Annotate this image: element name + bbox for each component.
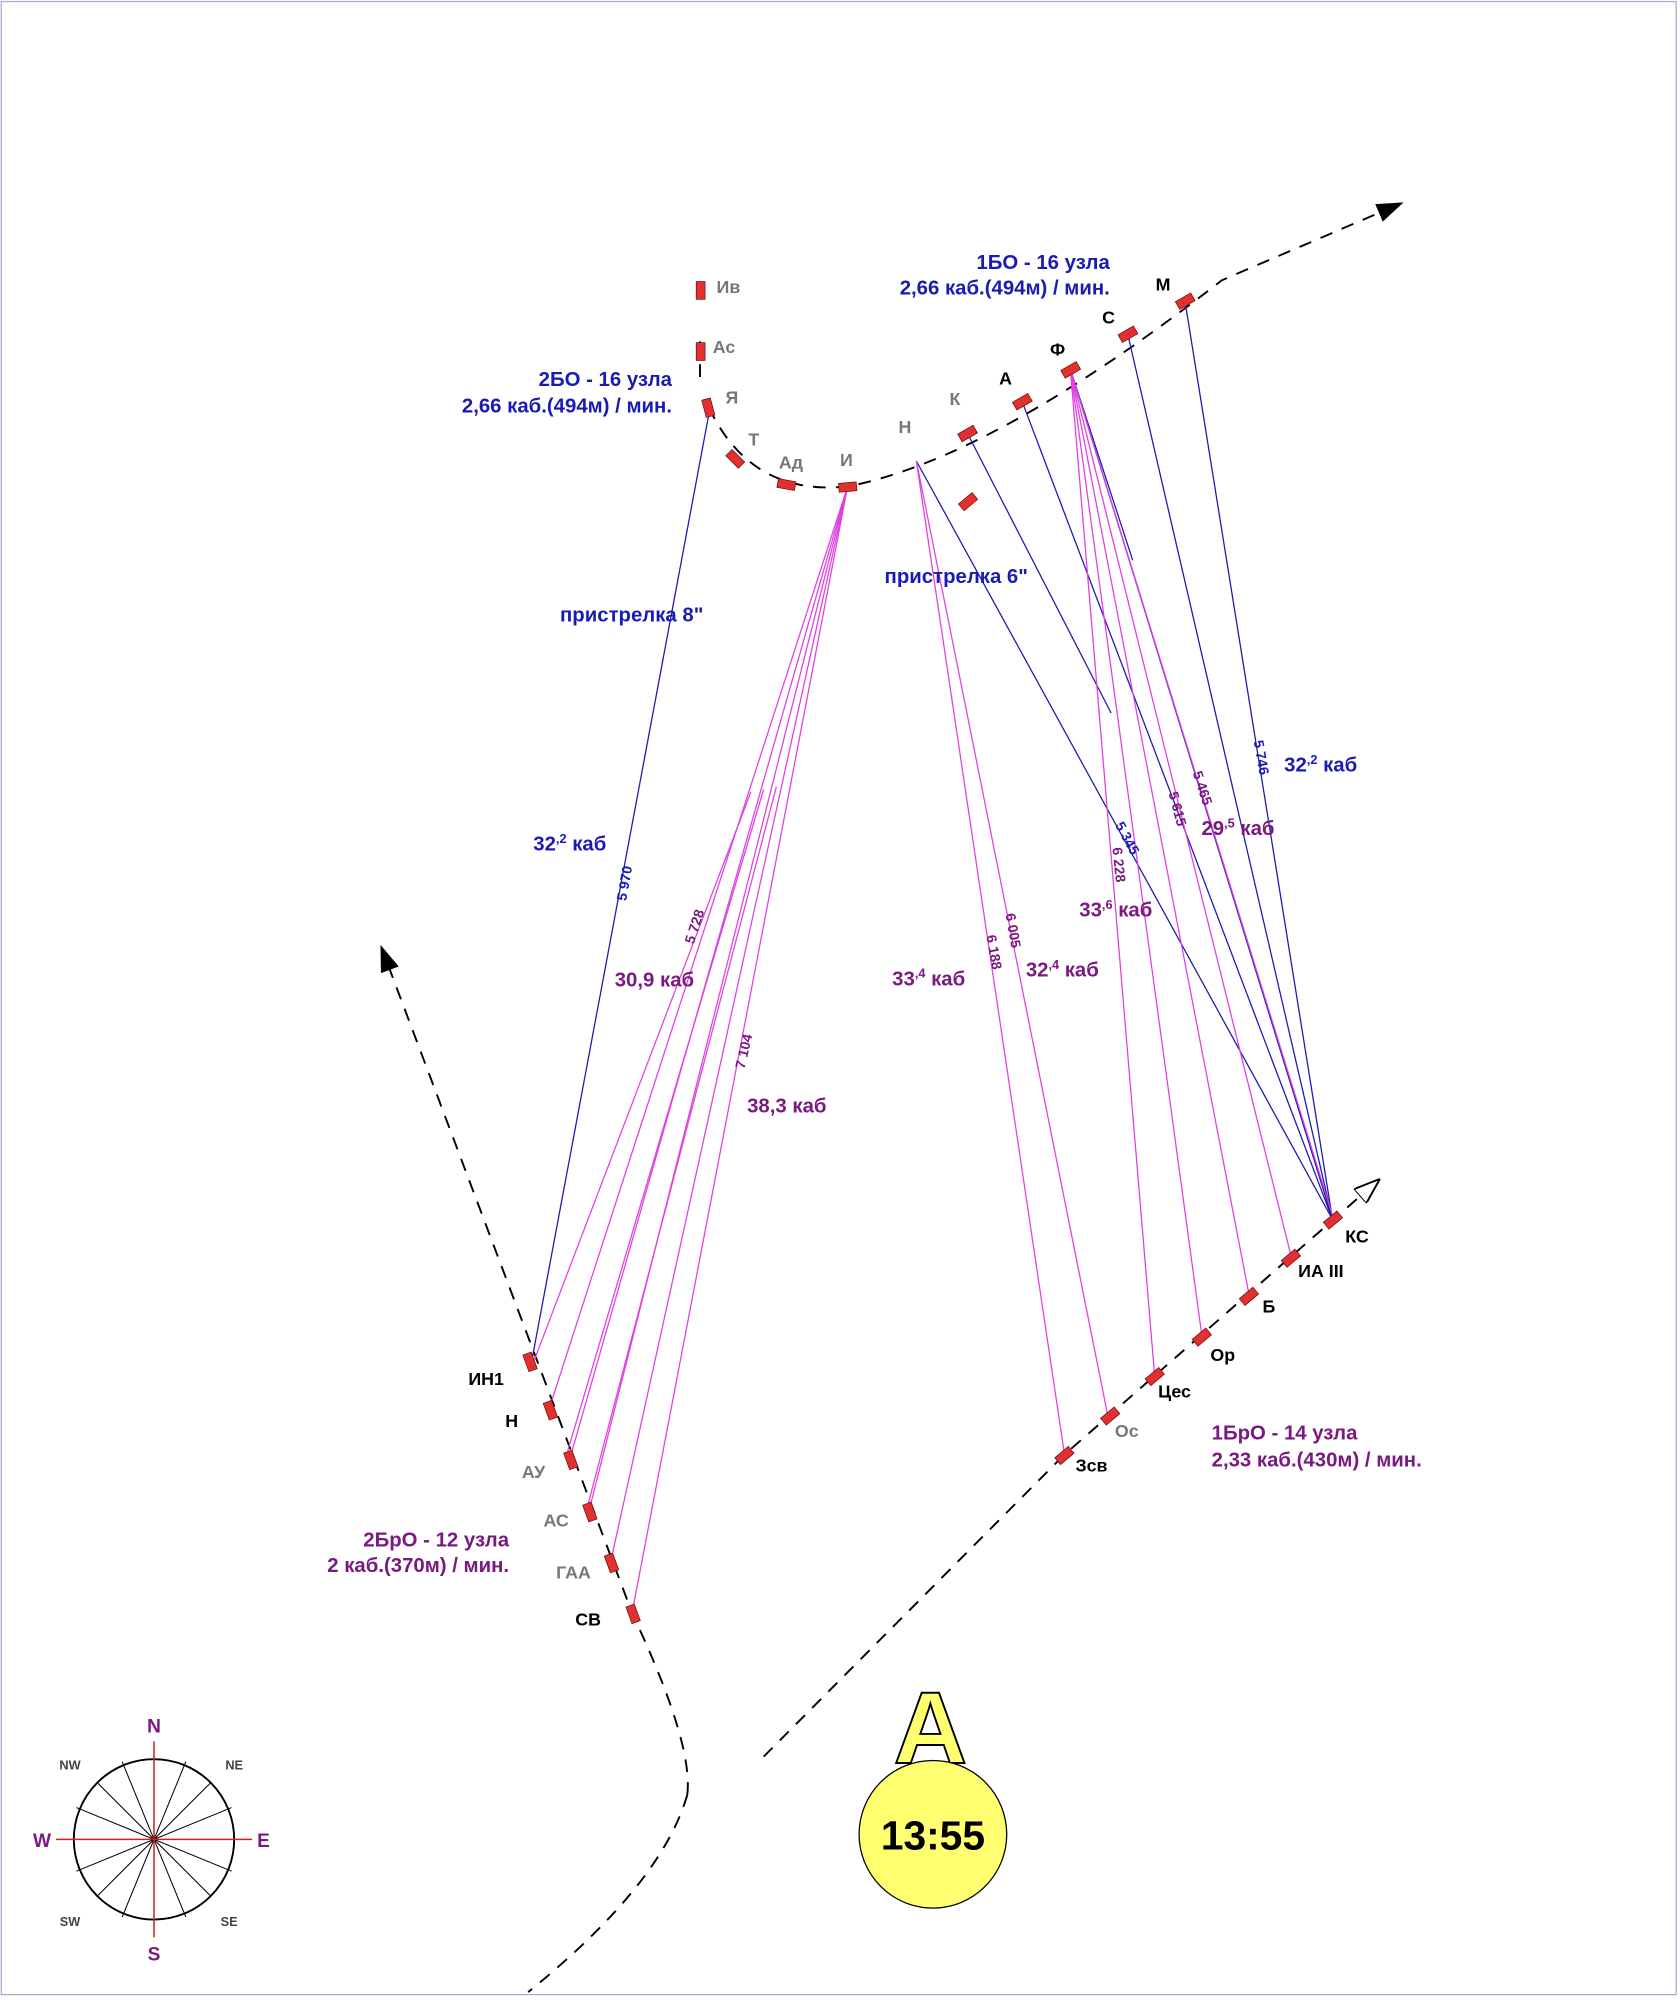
ship-marker (957, 424, 978, 443)
ship-label: Ос (1115, 1421, 1139, 1441)
bro1-title: 1БрО - 14 узла (1212, 1423, 1358, 1445)
ship-label: ИН1 (468, 1369, 504, 1389)
ship-label: Цес (1158, 1382, 1191, 1402)
range-label: 29,5 каб (1201, 816, 1274, 841)
ships (522, 281, 1344, 1625)
distance-label: 7 104 (732, 1032, 756, 1070)
ship-marker (701, 397, 716, 418)
distance-label: 6 188 (983, 933, 1005, 970)
ship-marker (957, 492, 979, 512)
bro2-title: 2БрО - 12 узла (363, 1530, 509, 1552)
ship-marker (776, 478, 797, 491)
ship-label: Т (748, 430, 759, 450)
bro2-markers (522, 1351, 641, 1625)
bo2-title: 2БО - 16 узла (539, 369, 673, 391)
distance-label: 6 228 (1109, 847, 1129, 884)
distance-label: 5 746 (1251, 739, 1273, 776)
bo1-speed: 2,66 каб.(494м) / мин. (900, 277, 1110, 299)
ship-marker (1174, 292, 1196, 310)
bro2-speed: 2 каб.(370м) / мин. (327, 1555, 509, 1577)
ship-label: Ив (717, 277, 741, 297)
range-label: 38,3 каб (747, 1096, 826, 1118)
ship-label: С (1102, 308, 1115, 328)
distance-labels: 5 970 5 728 7 104 6 005 6 188 5 746 5 46… (613, 739, 1272, 1070)
ship-label: Ор (1210, 1345, 1235, 1365)
ship-label: АС (543, 1510, 568, 1530)
ranging-6-label: пристрелка 6" (885, 566, 1028, 588)
range-label: 33,4 каб (892, 966, 965, 991)
ship-marker (838, 481, 858, 493)
ranging-8-label: пристрелка 8" (560, 604, 703, 626)
ship-label: Н (505, 1411, 518, 1431)
compass-w: W (33, 1831, 51, 1852)
ship-label: СВ (575, 1610, 601, 1630)
bo2-speed: 2,66 каб.(494м) / мин. (462, 396, 672, 418)
range-label: 33,6 каб (1079, 897, 1152, 922)
phase-badge: A 13:55 (858, 1670, 1008, 1909)
ship-label: Б (1263, 1296, 1276, 1316)
ship-label: ИА III (1298, 1261, 1343, 1281)
ship-marker (1060, 361, 1082, 379)
ship-label: Я (725, 388, 738, 408)
phase-time: 13:55 (881, 1813, 985, 1859)
bro1-speed: 2,33 каб.(430м) / мин. (1212, 1449, 1422, 1471)
ship-label: А (999, 369, 1012, 389)
ship-marker (1011, 392, 1033, 411)
ship-marker (695, 342, 706, 361)
ship-label: И (840, 450, 853, 470)
ship-label: Ас (713, 337, 736, 357)
ship-label: К (949, 389, 960, 409)
ship-label: ГАА (556, 1562, 591, 1582)
compass-nw: NW (59, 1757, 80, 1772)
ship-marker (695, 281, 706, 300)
compass-ne: NE (225, 1757, 243, 1772)
compass-s: S (148, 1944, 161, 1965)
ship-marker (725, 449, 746, 469)
ship-label: Н (899, 417, 912, 437)
fire-lines (531, 300, 1334, 1611)
ship-labels: Ив Ас Я Т Ад И Н К А Ф С М ИН1 Н АУ АС Г… (468, 274, 1369, 1629)
ship-label: М (1156, 274, 1171, 294)
range-label: 30,9 каб (615, 970, 694, 992)
ship-marker (1117, 325, 1139, 344)
ship-label: АУ (522, 1462, 546, 1482)
distance-label: 5 970 (613, 864, 635, 901)
distance-label: 6 005 (1003, 912, 1025, 949)
ship-label: Зсв (1075, 1456, 1107, 1476)
compass-se: SE (221, 1914, 238, 1929)
range-labels: 32,2 каб 30,9 каб 38,3 каб 33,4 каб 32,4… (533, 752, 1357, 1118)
compass-e: E (257, 1831, 270, 1852)
magenta-fire-lines (533, 369, 1334, 1611)
bo1-title: 1БО - 16 узла (976, 252, 1110, 274)
range-label: 32,2 каб (533, 831, 606, 856)
compass-rose: N S E W NE NW SE SW (33, 1716, 270, 1965)
range-label: 32,4 каб (1026, 957, 1099, 982)
compass-sw: SW (60, 1914, 80, 1929)
formation-labels: 1БО - 16 узла 2,66 каб.(494м) / мин. 2БО… (327, 252, 1421, 1577)
ship-label: Ад (779, 453, 803, 473)
bro1-markers (1054, 1210, 1344, 1466)
compass-n: N (147, 1716, 161, 1737)
ship-label: КС (1345, 1226, 1369, 1246)
range-label: 32,2 каб (1284, 752, 1357, 777)
ship-label: Ф (1050, 339, 1065, 359)
